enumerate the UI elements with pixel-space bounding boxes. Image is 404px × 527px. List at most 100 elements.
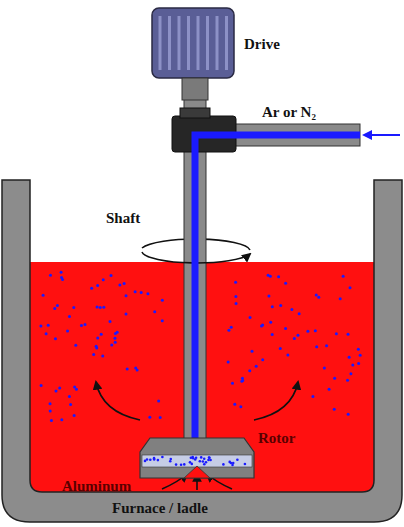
gas-bubble <box>347 333 350 336</box>
motor-fin <box>225 16 228 70</box>
gas-bubble <box>66 330 69 333</box>
gas-bubble <box>306 330 309 333</box>
gas-bubble <box>153 458 156 461</box>
gas-bubble <box>244 463 247 466</box>
gas-bubble <box>222 463 225 466</box>
motor-neck <box>182 78 208 100</box>
gas-bubble <box>60 271 63 274</box>
gas-bubble <box>169 458 172 461</box>
motor-housing <box>152 8 234 78</box>
gas-bubble <box>80 324 83 327</box>
drive-label: Drive <box>244 36 280 53</box>
gas-bubble <box>267 294 270 297</box>
gas-bubble <box>235 302 238 305</box>
gas-bubble <box>191 456 194 459</box>
gas-bubble <box>109 320 112 323</box>
gas-bubble <box>55 389 58 392</box>
gas-bubble <box>146 292 149 295</box>
gas-bubble <box>339 297 342 300</box>
motor-fins <box>160 16 227 70</box>
gas-bubble <box>203 463 206 466</box>
gas-bubble <box>60 418 63 421</box>
gas-bubble <box>277 275 280 278</box>
gas-bubble <box>293 337 296 340</box>
gas-bubble <box>161 299 164 302</box>
gas-bubble <box>123 282 126 285</box>
aluminum-label: Aluminum <box>62 478 131 495</box>
gas-bubble <box>202 460 205 463</box>
gas-bubble <box>116 331 119 334</box>
gas-bubble <box>333 408 336 411</box>
gas-bubble <box>271 305 274 308</box>
gas-bubble <box>72 306 75 309</box>
gas-bubble <box>49 409 52 412</box>
gas-bubble <box>251 350 254 353</box>
gas-bubble <box>39 324 42 327</box>
gas-bubble <box>314 329 317 332</box>
gas-bubble <box>148 416 151 419</box>
gas-bubble <box>102 278 105 281</box>
gas-bubble <box>232 462 235 465</box>
gas-bubble <box>261 358 264 361</box>
gas-bubble <box>230 326 233 329</box>
gas-bubble <box>73 414 76 417</box>
gas-bubble <box>53 307 56 310</box>
gas-bubble <box>236 458 239 461</box>
gas-bubble <box>241 377 244 380</box>
gas-bubble <box>351 363 354 366</box>
gas-bubble <box>348 356 351 359</box>
gas-bubble <box>40 384 43 387</box>
gas-bubble <box>227 329 230 332</box>
flow-arrow <box>96 382 140 420</box>
gas-bubble <box>233 403 236 406</box>
gas-bubble <box>118 283 121 286</box>
gas-bubble <box>228 461 231 464</box>
gas-bubble <box>49 402 52 405</box>
gas-bubble <box>317 296 320 299</box>
gas-bubble <box>290 308 293 311</box>
gas-bubble <box>199 460 202 463</box>
gas-bubble <box>239 405 242 408</box>
gas-bubble <box>114 341 117 344</box>
gas-bubble <box>73 385 76 388</box>
gas-bubble <box>286 354 289 357</box>
gas-bubble <box>175 463 178 466</box>
gas-bubble <box>92 353 95 356</box>
gas-bubble <box>149 459 152 462</box>
gas-bubble <box>113 337 116 340</box>
motor-fin <box>178 16 181 70</box>
gas-bubble <box>357 348 360 351</box>
gas-bubble <box>109 274 112 277</box>
motor-fin <box>187 16 190 70</box>
gas-bubble <box>271 333 274 336</box>
gas-bubble <box>269 321 272 324</box>
gas-bubble <box>96 305 99 308</box>
gas-bubble <box>68 315 71 318</box>
gas-bubble <box>159 416 162 419</box>
gas-bubble <box>54 337 57 340</box>
gas-bubble <box>261 323 264 326</box>
gas-bubble <box>284 327 287 330</box>
gas-bubble <box>296 334 299 337</box>
gas-bubble <box>183 463 186 466</box>
gas-bubble <box>84 323 87 326</box>
gas-bubble <box>359 354 362 357</box>
gas-bubble <box>357 362 360 365</box>
rotor-bubbles <box>144 456 247 467</box>
gas-bubble <box>99 306 102 309</box>
gas-bubble <box>110 344 113 347</box>
gas-bubble <box>74 344 77 347</box>
motor-fin <box>168 16 171 70</box>
gas-bubble <box>134 290 137 293</box>
gas-bubble <box>60 276 63 279</box>
gas-bubble <box>205 461 208 464</box>
gas-bubble <box>50 419 53 422</box>
gas-bubble <box>124 313 127 316</box>
gas-bubble <box>96 284 99 287</box>
gas-bubble <box>323 366 326 369</box>
gas-bubble <box>102 306 105 309</box>
gas-bubble <box>248 369 251 372</box>
motor-fin <box>197 16 200 70</box>
